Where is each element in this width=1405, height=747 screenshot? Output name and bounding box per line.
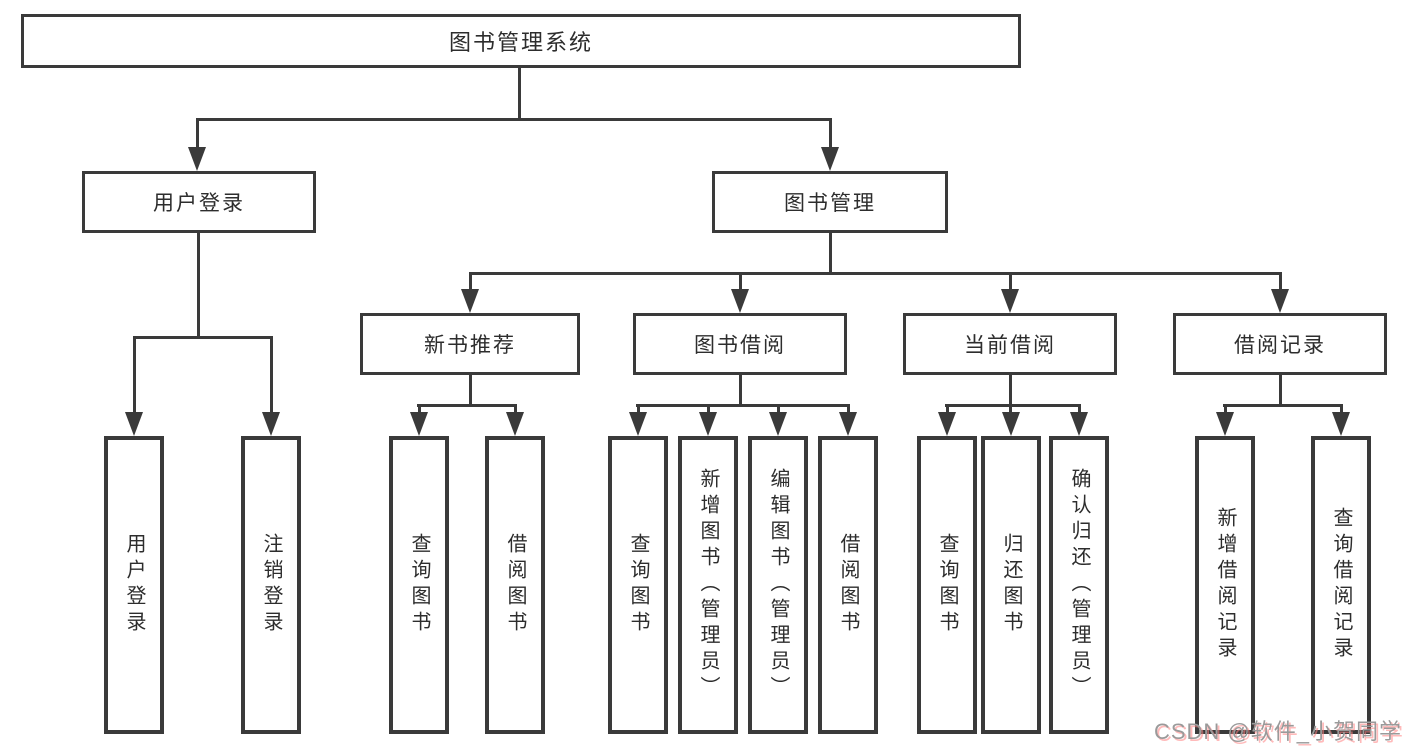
leaf-label: 新增借阅记录 (1214, 507, 1236, 663)
node-current-borrow: 当前借阅 (903, 313, 1117, 375)
leaf-return-book: 归还图书 (981, 436, 1041, 734)
leaf-label: 查询借阅记录 (1330, 507, 1352, 663)
leaf-query-book-recommend: 查询图书 (389, 436, 449, 734)
node-book-borrow-label: 图书借阅 (694, 334, 786, 357)
connector-stem-query-record (1340, 404, 1343, 416)
arrowhead-current-borrow (1001, 289, 1019, 313)
connector-stem-book-management (829, 118, 832, 147)
leaf-add-borrow-record: 新增借阅记录 (1195, 436, 1255, 734)
node-book-management: 图书管理 (712, 171, 948, 233)
connector-book-management-stem (829, 233, 832, 274)
leaf-label: 借阅图书 (504, 533, 526, 637)
node-current-borrow-label: 当前借阅 (964, 334, 1056, 357)
leaf-label: 新增图书（管理员） (697, 468, 719, 702)
node-user-login: 用户登录 (82, 171, 316, 233)
node-root: 图书管理系统 (21, 14, 1021, 68)
connector-root-stem (518, 68, 521, 119)
node-root-label: 图书管理系统 (448, 30, 593, 55)
leaf-label: 编辑图书（管理员） (767, 468, 789, 702)
leaf-query-borrow-record: 查询借阅记录 (1311, 436, 1371, 734)
leaf-query-book-borrow: 查询图书 (608, 436, 668, 734)
node-borrow-records: 借阅记录 (1173, 313, 1387, 375)
arrowhead-leaf-logout (262, 412, 280, 436)
leaf-add-book-admin: 新增图书（管理员） (678, 436, 738, 734)
connector-book-borrow-stem (739, 375, 742, 406)
connector-stem-leaf-user-login (133, 336, 136, 412)
node-borrow-records-label: 借阅记录 (1234, 334, 1326, 357)
node-user-login-label: 用户登录 (153, 192, 245, 215)
leaf-borrow-book-recommend: 借阅图书 (485, 436, 545, 734)
connector-book-borrow-bar (636, 404, 850, 407)
arrowhead-query-book-recommend (410, 412, 428, 436)
connector-stem-current-borrow (1009, 272, 1012, 290)
connector-borrow-records-stem (1279, 375, 1282, 406)
connector-level3-bar (469, 272, 1281, 275)
arrowhead-edit-book (769, 412, 787, 436)
leaf-label: 借阅图书 (837, 533, 859, 637)
connector-stem-edit-book (777, 404, 780, 416)
connector-stem-add-book (707, 404, 710, 416)
connector-new-book-stem (469, 375, 472, 406)
connector-stem-return-book (1009, 404, 1012, 416)
leaf-label: 查询图书 (627, 533, 649, 637)
connector-level2-bar (196, 118, 832, 121)
arrowhead-new-book (461, 289, 479, 313)
node-book-borrow: 图书借阅 (633, 313, 847, 375)
connector-stem-user-login (196, 118, 199, 147)
connector-stem-borrow-records (1279, 272, 1282, 290)
leaf-label: 确认归还（管理员） (1068, 468, 1090, 702)
arrowhead-return-book (1002, 412, 1020, 436)
connector-stem-query-book-recommend (418, 404, 421, 416)
arrowhead-add-record (1216, 412, 1234, 436)
connector-user-login-bar (133, 336, 273, 339)
arrowhead-book-borrow (731, 289, 749, 313)
leaf-label: 查询图书 (936, 533, 958, 637)
connector-stem-add-record (1224, 404, 1227, 416)
arrowhead-query-record (1332, 412, 1350, 436)
arrowhead-query-book-current (938, 412, 956, 436)
connector-current-borrow-bar (945, 404, 1081, 407)
arrowhead-borrow-book (839, 412, 857, 436)
arrowhead-borrow-book-recommend (506, 412, 524, 436)
leaf-borrow-book: 借阅图书 (818, 436, 878, 734)
node-book-management-label: 图书管理 (784, 192, 876, 215)
leaf-query-book-current: 查询图书 (917, 436, 977, 734)
connector-stem-query-book-current (946, 404, 949, 416)
arrowhead-user-login (188, 147, 206, 171)
connector-user-login-stem (197, 233, 200, 336)
arrowhead-query-book-borrow (629, 412, 647, 436)
connector-stem-confirm-return (1078, 404, 1081, 416)
connector-new-book-bar (417, 404, 517, 407)
connector-stem-borrow-book (847, 404, 850, 416)
leaf-user-login: 用户登录 (104, 436, 164, 734)
node-new-book-recommend: 新书推荐 (360, 313, 580, 375)
arrowhead-borrow-records (1271, 289, 1289, 313)
leaf-label: 注销登录 (260, 533, 282, 637)
arrowhead-add-book (699, 412, 717, 436)
connector-borrow-records-bar (1223, 404, 1343, 407)
leaf-confirm-return-admin: 确认归还（管理员） (1049, 436, 1109, 734)
leaf-label: 归还图书 (1000, 533, 1022, 637)
watermark: CSDN @软件_小贺同学 (1153, 719, 1402, 744)
connector-stem-query-book-borrow (637, 404, 640, 416)
arrowhead-book-management (821, 147, 839, 171)
connector-stem-new-book (469, 272, 472, 290)
leaf-logout: 注销登录 (241, 436, 301, 734)
leaf-label: 用户登录 (123, 533, 145, 637)
arrowhead-confirm-return (1070, 412, 1088, 436)
connector-stem-borrow-book-recommend (514, 404, 517, 416)
connector-stem-leaf-logout (270, 336, 273, 412)
node-new-book-recommend-label: 新书推荐 (424, 334, 516, 357)
connector-current-borrow-stem (1009, 375, 1012, 406)
arrowhead-leaf-user-login (125, 412, 143, 436)
connector-stem-book-borrow (739, 272, 742, 290)
leaf-label: 查询图书 (408, 533, 430, 637)
leaf-edit-book-admin: 编辑图书（管理员） (748, 436, 808, 734)
